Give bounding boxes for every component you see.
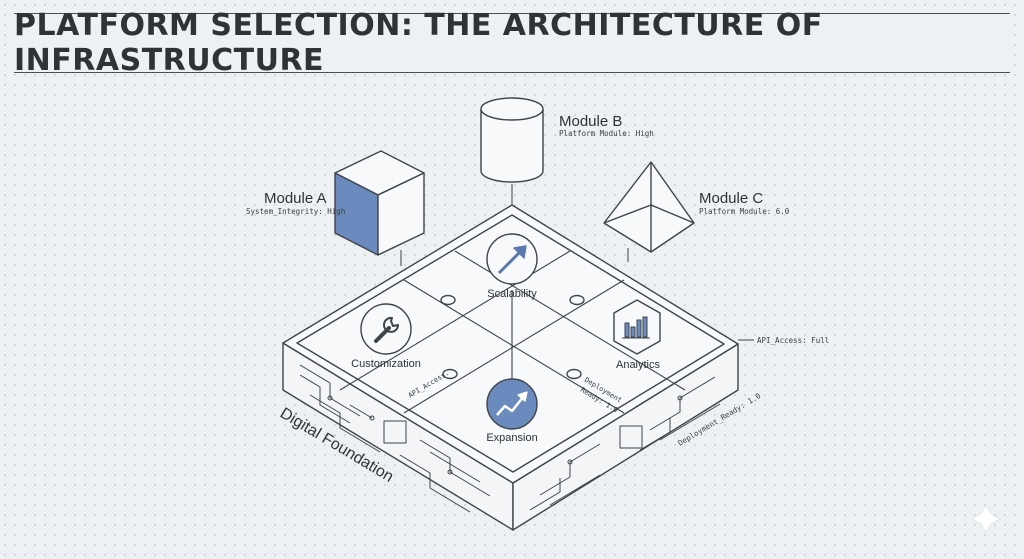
module-b-cylinder-icon	[480, 97, 544, 183]
api-access-full-annotation: API_Access: Full	[757, 336, 829, 345]
module-c-pyramid-icon	[603, 161, 695, 253]
scalability-label: Scalability	[487, 288, 537, 300]
expansion-node	[486, 378, 538, 430]
module-a-cube-icon	[334, 150, 425, 256]
module-connectors	[400, 184, 754, 341]
sparkle-icon	[971, 504, 1001, 534]
module-b-label: Module B	[559, 113, 622, 130]
module-a-detail: System_Integrity: High	[246, 207, 345, 216]
module-c-label: Module C	[699, 190, 763, 207]
scalability-node	[486, 233, 538, 285]
analytics-label: Analytics	[616, 359, 661, 371]
title-bar: PLATFORM SELECTION: THE ARCHITECTURE OF …	[14, 8, 1010, 78]
analytics-node	[613, 299, 661, 355]
expansion-label: Expansion	[486, 432, 537, 444]
module-c-detail: Platform Module: 6.0	[699, 207, 790, 216]
page-title: PLATFORM SELECTION: THE ARCHITECTURE OF …	[14, 8, 823, 78]
circuit-left	[299, 364, 491, 513]
module-b-detail: Platform Module: High	[559, 129, 654, 138]
customization-node	[360, 303, 412, 355]
module-a-label: Module A	[264, 190, 327, 207]
connector-dots	[440, 294, 585, 380]
circuit-right	[529, 376, 721, 511]
customization-label: Customization	[351, 358, 421, 370]
